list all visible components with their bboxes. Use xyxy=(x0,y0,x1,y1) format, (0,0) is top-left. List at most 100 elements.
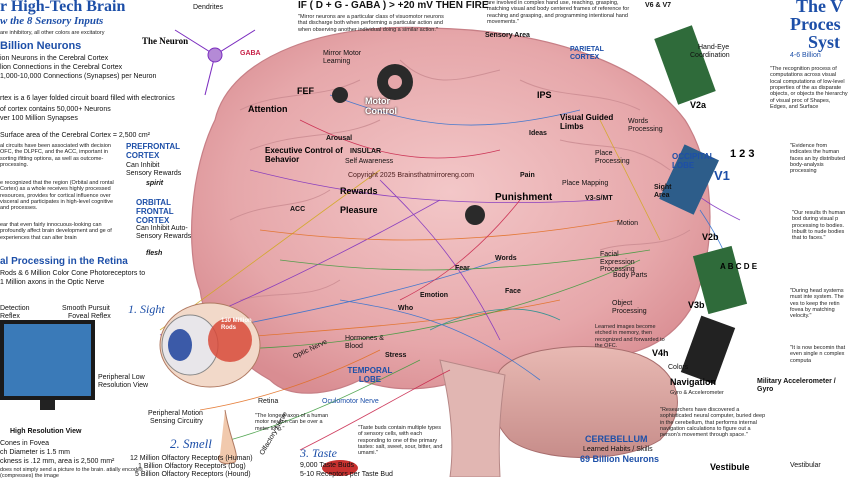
insular-label: INSULAR xyxy=(350,148,382,155)
not-picture-label: does not simply send a picture to the br… xyxy=(0,467,143,480)
cones-label: Cones in Fovea xyxy=(0,440,50,447)
retina-label: Retina xyxy=(258,398,279,405)
visual-guided-label: Visual Guided Limbs xyxy=(560,113,614,131)
involved-quote: are involved in complex hand use, reachi… xyxy=(487,0,630,25)
circuit-board-icons xyxy=(654,25,748,385)
during-head-quote: "During head systems must inte system. T… xyxy=(790,288,844,320)
title-left: r High-Tech Brain xyxy=(0,0,126,15)
can-inhibit-label: Can Inhibit Sensory Rewards xyxy=(126,162,182,177)
object-processing-label: Object Processing xyxy=(612,300,647,315)
fear-text: ear that even fairly innocuous-looking c… xyxy=(0,222,112,241)
sense-sight: 1. Sight xyxy=(128,302,165,316)
cortex-neurons: of cortex contains 50,000+ Neurons xyxy=(0,106,111,113)
taste-quote: "Taste buds contain multiple types of se… xyxy=(358,425,443,457)
v1-label: V1 xyxy=(714,168,730,183)
rewards-label: Rewards xyxy=(340,186,378,196)
self-awareness-label: Self Awareness xyxy=(345,158,394,165)
neuron-shape xyxy=(174,29,256,96)
abc-label: A B C D E xyxy=(720,262,758,271)
title-right-3: Syst xyxy=(808,32,841,52)
face-expression-label: Facial Expression Processing xyxy=(600,251,635,274)
spirit-label: spirit xyxy=(146,180,164,187)
diameter-label: ch Diameter is 1.5 mm xyxy=(0,449,71,456)
pain-label: Pain xyxy=(520,172,535,179)
mirror-quote: "Mirror neurons are a particular class o… xyxy=(298,14,444,33)
evidence-quote: "Evidence from indicates the human faces… xyxy=(790,143,846,175)
v3smt-label: V3-S/MT xyxy=(585,195,613,202)
navigation-label: Navigation xyxy=(670,377,717,387)
v2a-label: V2a xyxy=(690,100,707,110)
connections-cerebral: lion Connections in the Cerebral Cortex xyxy=(0,64,123,71)
fef-label: FEF xyxy=(297,86,314,96)
recognition-quote: "The recognition process of computations… xyxy=(770,66,848,110)
digits-label: 1 2 3 xyxy=(730,148,755,160)
olfactory-hound: 5 Billion Olfactory Receptors (Hound) xyxy=(135,471,251,478)
ips-label: IPS xyxy=(537,90,552,100)
place-mapping-label: Place Mapping xyxy=(562,180,609,187)
sense-smell: 2. Smell xyxy=(170,436,212,451)
mirror-motor-learning: Mirror Motor Learning xyxy=(323,50,362,65)
can-inhibit-2-label: Can Inhibit Auto-Sensory Rewards xyxy=(136,225,192,240)
detection-label: Detection xyxy=(0,305,30,312)
vestibule-label: Vestibule xyxy=(710,462,750,472)
lips-shape xyxy=(322,460,358,476)
researchers-quote: "Researchers have discovered a sophistic… xyxy=(660,407,766,439)
v6v7-label: V6 & V7 xyxy=(645,2,672,9)
temporal-label: TEMPORAL LOBE xyxy=(347,366,393,384)
circuits-text: al circuits have been associated with de… xyxy=(0,143,111,168)
pleasure-label: Pleasure xyxy=(340,205,378,215)
smooth-pursuit-label: Smooth Pursuit xyxy=(62,305,110,312)
parietal-label: PARIETAL CORTEX xyxy=(570,46,604,61)
face-label: Face xyxy=(505,288,521,295)
reflex-label: Reflex xyxy=(0,313,20,320)
neuron-label: The Neuron xyxy=(142,36,189,46)
taste-receptors: 5-10 Receptors per Taste Bud xyxy=(300,471,393,478)
recognized-text: e recognized that the region (Orbital an… xyxy=(0,180,114,212)
ideas-label: Ideas xyxy=(529,130,547,137)
eye-shape xyxy=(159,302,261,388)
brain-stem-shape xyxy=(439,359,506,477)
flesh-label: flesh xyxy=(146,250,163,257)
gaba-label: GABA xyxy=(240,50,261,57)
fire-formula: IF ( D + G - GABA ) > +20 mV THEN FIRE xyxy=(298,0,489,11)
billion-neurons-heading: Billion Neurons xyxy=(0,40,82,52)
prefrontal-label: PREFRONTAL CORTEX xyxy=(126,142,180,160)
oculomotor-label: Oculomotor Nerve xyxy=(322,398,379,405)
gyro-label: Gyro & Accelerometer xyxy=(670,390,724,396)
stress-label: Stress xyxy=(385,352,407,359)
arousal-label: Arousal xyxy=(326,135,353,142)
title-right-1: The V xyxy=(796,0,844,16)
title-right-2: Proces xyxy=(790,14,841,34)
body-parts-label: Body Parts xyxy=(613,272,648,279)
dendrites-label: Dendrites xyxy=(193,4,223,11)
learned-habits-label: Learned Habits / Skills xyxy=(583,446,653,453)
foveal-reflex-label: Foveal Reflex xyxy=(68,313,111,320)
cortex-layer: rtex is a 6 layer folded circuit board f… xyxy=(0,95,175,102)
v3b-label: V3b xyxy=(688,300,705,310)
taste-buds: 9,000 Taste Buds xyxy=(300,462,354,469)
sight-area-label: Sight Area xyxy=(654,184,672,199)
fear-label: Fear xyxy=(455,265,470,272)
cerebellum-shape xyxy=(492,346,678,459)
surface-area: Surface area of the Cerebral Cortex = 2,… xyxy=(0,132,150,139)
gear-icons xyxy=(332,64,485,225)
orbital-label: ORBITAL FRONTAL CORTEX xyxy=(136,198,174,225)
military-label: Military Accelerometer / Gyro xyxy=(757,378,836,393)
v4h-label: V4h xyxy=(652,348,669,358)
vestibular-label: Vestibular xyxy=(790,462,821,469)
attention-label: Attention xyxy=(248,104,288,114)
peripheral-low-label: Peripheral Low xyxy=(98,374,145,381)
rods-text: Rods & 6 Million Color Cone Photorecepto… xyxy=(0,270,146,277)
retina-title: al Processing in the Retina xyxy=(0,256,128,267)
emotion-label: Emotion xyxy=(420,292,448,299)
words-proc-label: Words Processing xyxy=(628,118,663,133)
size-label: ckness is .12 mm, area is 2,500 mm² xyxy=(0,458,115,465)
punishment-label: Punishment xyxy=(495,192,553,203)
cerebellum-neurons-label: 69 Billion Neurons xyxy=(580,454,660,464)
place-processing-label: Place Processing xyxy=(595,150,630,165)
executive-label: Executive Control of Behavior xyxy=(265,146,343,164)
neurons-cerebral: ion Neurons in the Cerebral Cortex xyxy=(0,55,109,62)
our-results-quote: "Our results th human bod during visual … xyxy=(792,210,846,242)
hormones-label: Hormones & Blood xyxy=(345,335,384,350)
